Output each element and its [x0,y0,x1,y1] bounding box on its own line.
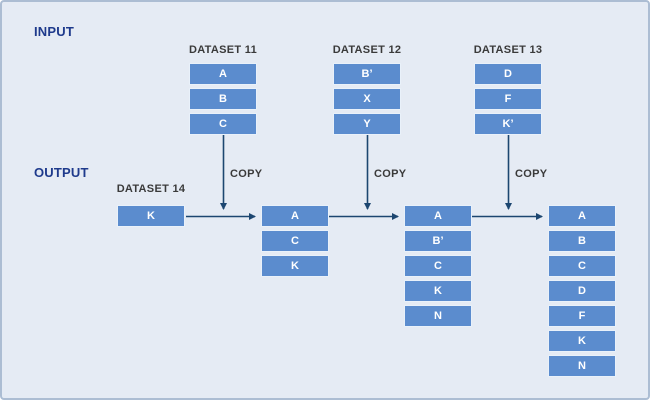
copy-label-3: COPY [515,168,548,180]
output-dataset-item-box: A [261,205,329,227]
copy-label-2: COPY [374,168,407,180]
output-dataset-item-box: C [548,255,616,277]
output-dataset-item-box: A [404,205,472,227]
output-dataset-item-box: D [548,280,616,302]
output-dataset-item-box: B’ [404,230,472,252]
input-dataset-item-box: F [474,88,542,110]
input-section-label: INPUT [34,24,74,39]
output-dataset-item-box: K [404,280,472,302]
copy-label-1: COPY [230,168,263,180]
output-dataset-item-box: K [117,205,185,227]
output-dataset-item-box: N [404,305,472,327]
output-dataset-item-box: F [548,305,616,327]
output-section-label: OUTPUT [34,165,89,180]
input-dataset-item-box: K’ [474,113,542,135]
input-dataset-label: DATASET 12 [332,44,402,56]
input-dataset-item-box: A [189,63,257,85]
output-dataset-label: DATASET 14 [116,183,186,195]
output-dataset-item-box: K [261,255,329,277]
output-dataset-item-box: N [548,355,616,377]
output-dataset-item-box: B [548,230,616,252]
output-dataset-item-box: K [548,330,616,352]
input-dataset-item-box: D [474,63,542,85]
input-dataset-item-box: B’ [333,63,401,85]
input-dataset-item-box: Y [333,113,401,135]
output-dataset-item-box: C [404,255,472,277]
input-dataset-item-box: X [333,88,401,110]
input-dataset-item-box: B [189,88,257,110]
input-dataset-label: DATASET 11 [189,44,257,56]
input-dataset-label: DATASET 13 [473,44,543,56]
output-dataset-item-box: C [261,230,329,252]
output-dataset-item-box: A [548,205,616,227]
input-dataset-item-box: C [189,113,257,135]
